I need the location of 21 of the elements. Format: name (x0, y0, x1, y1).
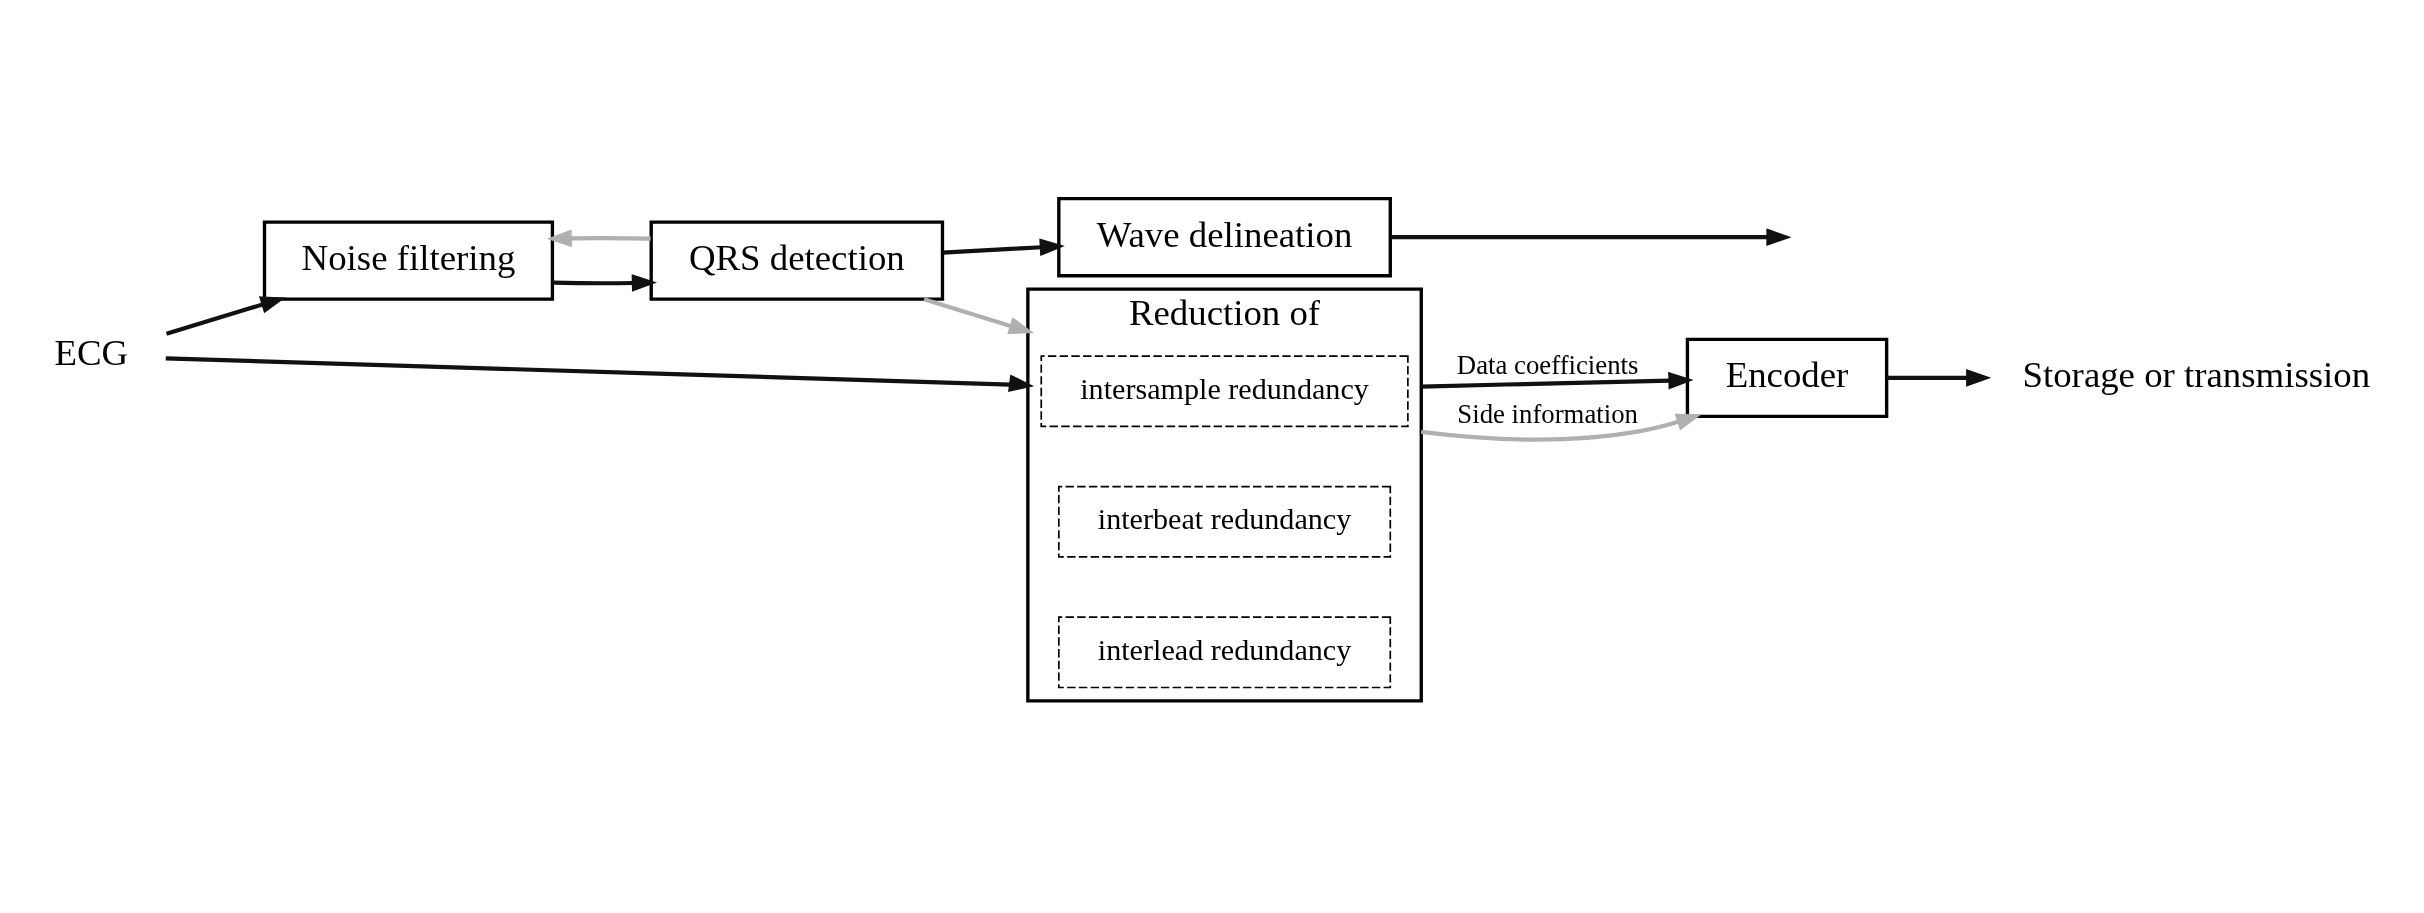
arrow (1421, 413, 1702, 442)
node-text: Storage or transmission (2022, 354, 2371, 396)
node-box: Wave delineation (1057, 197, 1392, 278)
node-box: interbeat redundancy (1058, 485, 1392, 558)
arrow (1390, 228, 1792, 246)
node-box: Encoder (1685, 337, 1889, 418)
node-box: Noise filtering (262, 220, 555, 301)
arrow (1421, 371, 1694, 390)
edge-label: Data coefficients (1456, 350, 1639, 381)
arrow (546, 229, 651, 248)
node-text: ECG (54, 332, 129, 374)
node-box: intersample redundancy (1040, 355, 1409, 428)
arrow (1887, 369, 1992, 387)
arrow (165, 356, 1035, 392)
node-box: interlead redundancy (1058, 616, 1392, 689)
node-box: QRS detection (649, 220, 945, 301)
arrow (165, 296, 286, 336)
arrow (552, 274, 657, 292)
arrow (942, 238, 1065, 257)
arrow (923, 297, 1034, 335)
edge-label: Side information (1457, 398, 1638, 429)
